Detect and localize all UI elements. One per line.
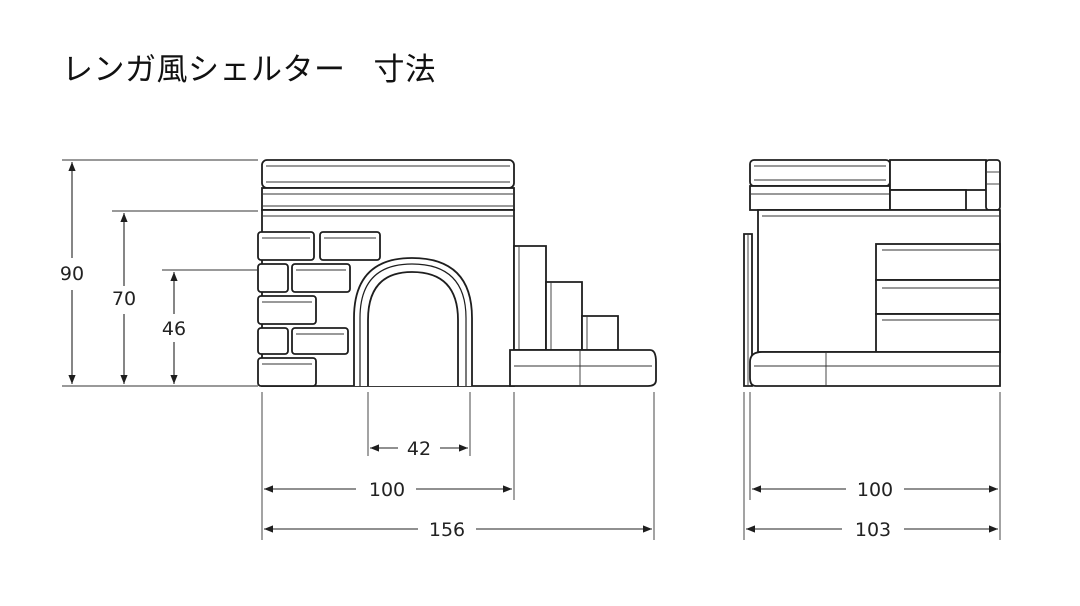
side-view: [743, 159, 1001, 387]
dim-height-roof: 70: [112, 288, 136, 310]
dim-height-total: 90: [60, 263, 84, 285]
front-roof-slab: [261, 159, 515, 189]
side-dimensions: 100 103: [743, 392, 1001, 541]
dim-body-width: 100: [369, 479, 405, 501]
dim-side-body-width: 100: [857, 479, 893, 501]
dim-total-width: 156: [429, 519, 465, 541]
front-dimensions: 90 70 46 42 100 156: [60, 159, 655, 541]
dim-height-arch: 46: [162, 318, 186, 340]
page-title: レンガ風シェルター寸法: [62, 44, 437, 89]
front-fascia: [261, 187, 515, 211]
dim-side-total-width: 103: [855, 519, 891, 541]
front-stairs: [509, 245, 657, 387]
title-sub: 寸法: [373, 52, 437, 88]
front-bricks: [257, 231, 381, 387]
front-arch-inner: [367, 271, 459, 386]
title-main: レンガ風シェルター: [62, 52, 346, 88]
front-view: [257, 159, 657, 387]
dim-arch-width: 42: [407, 438, 431, 460]
